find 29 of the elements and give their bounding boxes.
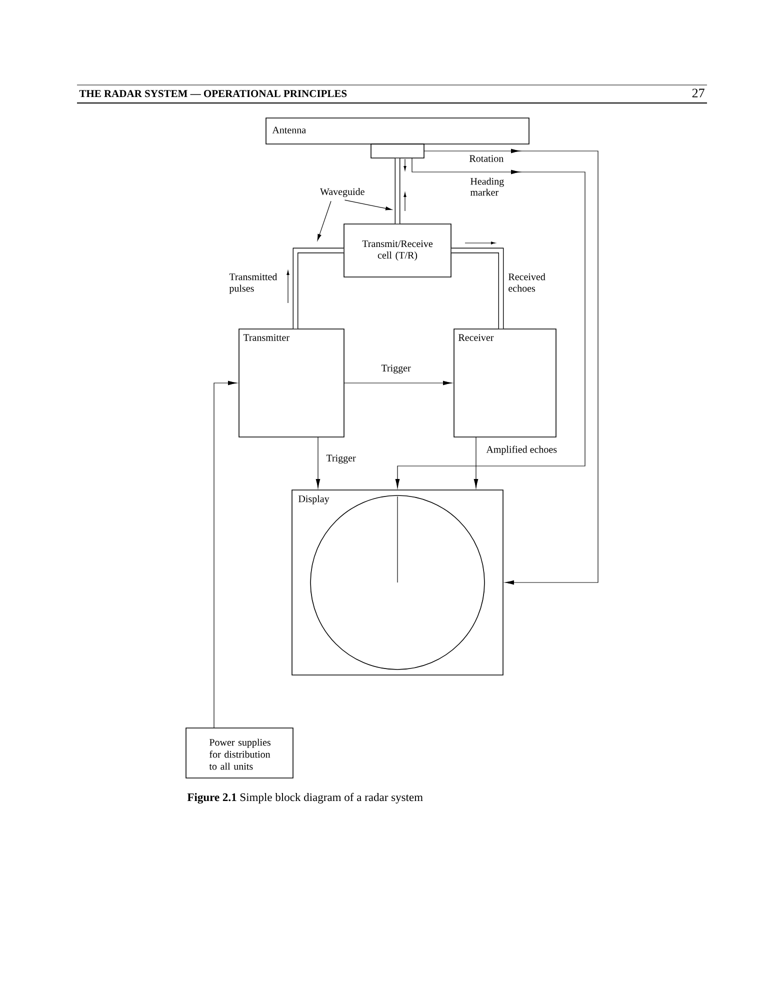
leader-label: Waveguide	[320, 188, 364, 198]
edge-label: Heading marker	[470, 178, 504, 196]
waveguide	[394, 158, 400, 224]
transmit-receive-box: Transmit/Receive cell (T/R)	[344, 224, 452, 278]
arrow	[395, 158, 586, 488]
running-head: THE RADAR SYSTEM — OPERATIONAL PRINCIPLES	[79, 90, 347, 98]
display-box: Display	[292, 490, 504, 676]
edge-label: Amplified echoes	[486, 446, 557, 455]
antenna-box: Antenna	[266, 118, 530, 144]
leader-arrow	[317, 200, 332, 241]
leader-arrow	[344, 200, 392, 210]
edge-label: Trigger	[381, 364, 411, 374]
figure-caption: Figure 2.1 Simple block diagram of a radar system	[187, 792, 423, 804]
transmitter-box: Transmitter	[238, 328, 344, 438]
arrow	[214, 380, 238, 728]
receiver-box: Receiver	[454, 328, 556, 438]
arrow	[344, 380, 452, 386]
arrow	[316, 436, 320, 488]
arrow	[424, 148, 598, 585]
waveguide	[451, 248, 504, 329]
edge-label: Trigger	[326, 454, 356, 464]
annotation-label: Transmitted pulses	[229, 273, 278, 294]
waveguide	[292, 248, 344, 329]
page-number: 27	[692, 88, 704, 98]
arrow	[474, 436, 478, 488]
power-supply-box: Power supplies for distribution to all units	[186, 728, 294, 778]
edge-label: Rotation	[470, 155, 504, 162]
annotation-label: Received echoes	[508, 273, 546, 292]
antenna-mount	[370, 144, 424, 158]
